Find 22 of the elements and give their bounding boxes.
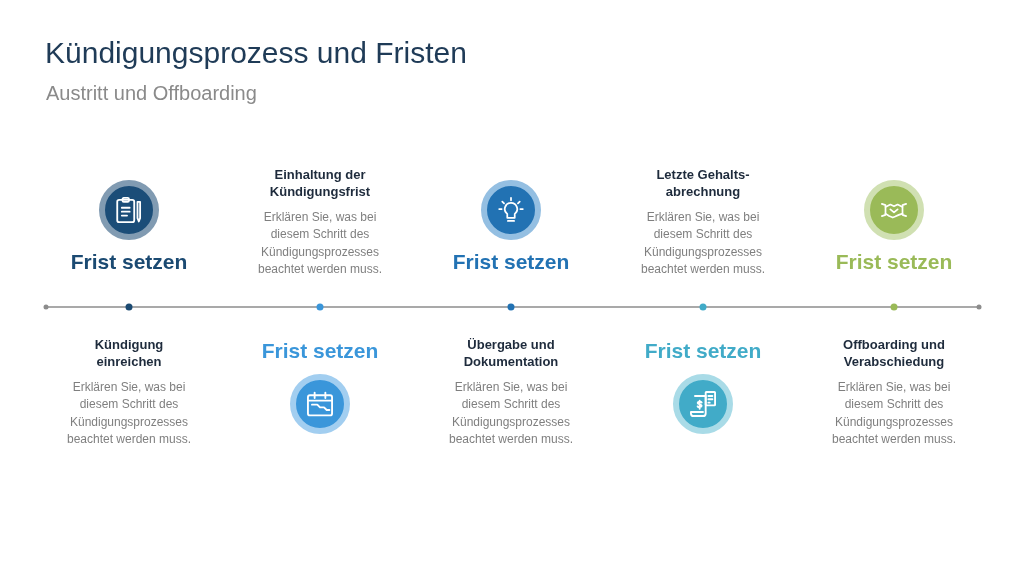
step-description: Erklären Sie, was bei diesem Schritt des Kündigungsprozesses beachtet werden muss. (830, 379, 958, 448)
title: Kündigungsprozess und Fristen (45, 35, 467, 71)
step-heading: Übergabe und Dokumentation (462, 336, 560, 370)
step-heading: Letzte Gehalts-abrechnung (655, 166, 751, 200)
step-title: Frist setzen (261, 339, 379, 362)
icon-circle (481, 180, 541, 240)
step-title: Frist setzen (835, 250, 953, 273)
step-heading: Offboarding und Verabschiedung (842, 336, 946, 370)
step-description: Erklären Sie, was bei diesem Schritt des Kündigungsprozesses beachtet werden muss. (447, 379, 575, 448)
step-heading: Einhaltung der Kündigungsfrist (268, 166, 372, 200)
step-heading: Kündigung einreichen (93, 336, 165, 370)
subtitle: Austritt und Offboarding (46, 81, 257, 106)
step-title: Frist setzen (70, 250, 188, 273)
icon-circle (290, 374, 350, 434)
icon-circle (864, 180, 924, 240)
step-description: Erklären Sie, was bei diesem Schritt des Kündigungsprozesses beachtet werden muss. (256, 209, 384, 278)
step-title: Frist setzen (644, 339, 762, 362)
icon-circle (99, 180, 159, 240)
step-description: Erklären Sie, was bei diesem Schritt des Kündigungsprozesses beachtet werden muss. (65, 379, 193, 448)
icon-circle (673, 374, 733, 434)
step-description: Erklären Sie, was bei diesem Schritt des Kündigungsprozesses beachtet werden muss. (639, 209, 767, 278)
step-title: Frist setzen (452, 250, 570, 273)
